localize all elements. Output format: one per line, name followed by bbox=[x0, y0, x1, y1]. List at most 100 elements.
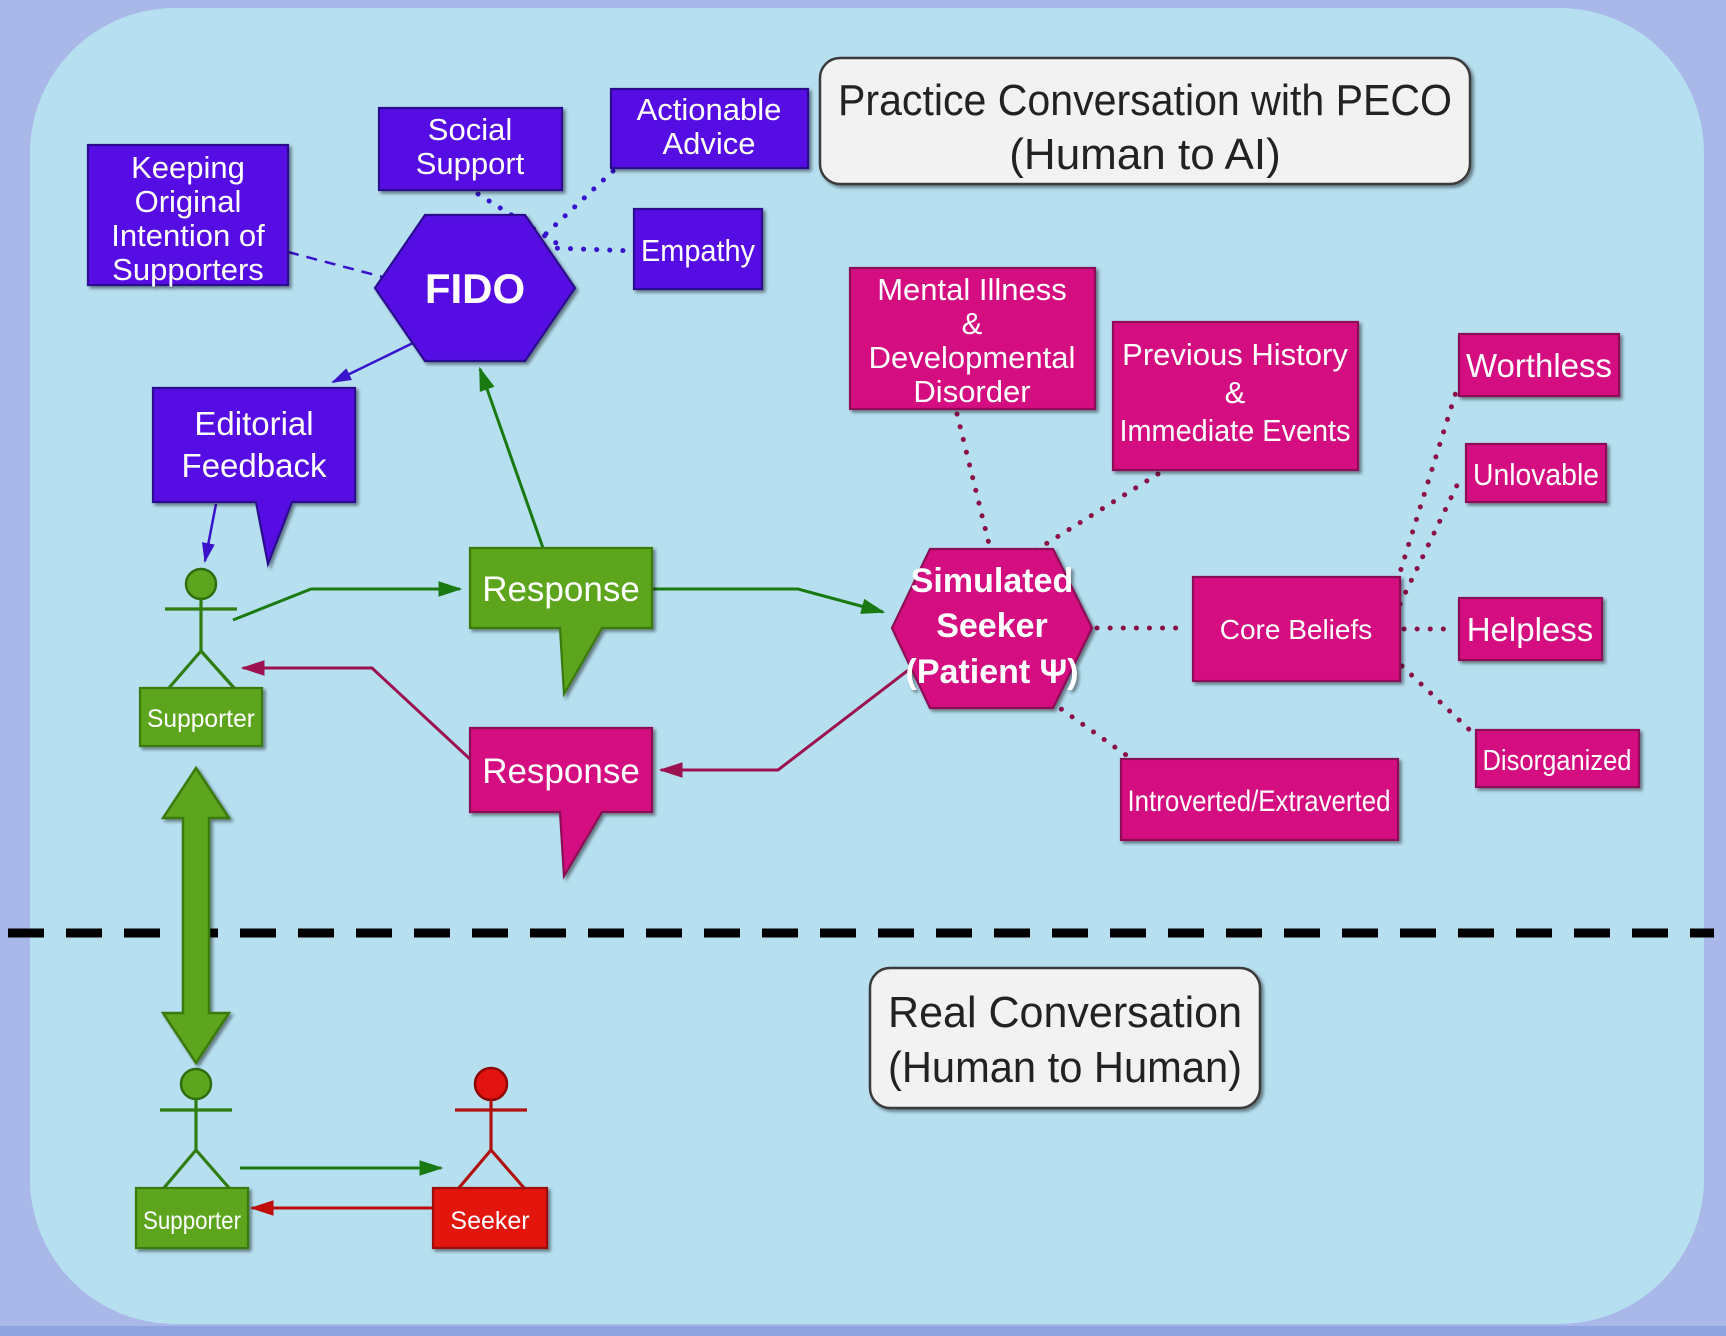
helpless-label: Helpless bbox=[1467, 611, 1594, 648]
unlovable-label: Unlovable bbox=[1473, 457, 1599, 492]
supporter-actor-bottom-leg-right bbox=[194, 1148, 232, 1191]
response-seeker-label: Response bbox=[482, 752, 640, 791]
mental-illness-label: Mental Illness bbox=[877, 272, 1067, 307]
introverted-extraverted-label: Introverted/Extraverted bbox=[1128, 785, 1391, 818]
connection-simseeker-introverted bbox=[1037, 691, 1129, 758]
connection-supporter-mutual bbox=[160, 765, 232, 1066]
supporter-actor-bottom bbox=[160, 1067, 232, 1191]
editorial-feedback-shape bbox=[151, 386, 357, 568]
previous-history-label: & bbox=[1225, 375, 1246, 410]
title-real: Real Conversation(Human to Human) bbox=[868, 966, 1262, 1110]
fido-label: FIDO bbox=[425, 265, 525, 312]
disorganized-label: Disorganized bbox=[1483, 745, 1632, 777]
supporter-actor-top-head-icon bbox=[184, 567, 218, 601]
title-real-label: (Human to Human) bbox=[888, 1043, 1242, 1092]
keeping-original-intention-label: Original bbox=[135, 184, 242, 219]
response-ai-label: Response bbox=[482, 570, 640, 609]
worthless: Worthless bbox=[1457, 332, 1621, 398]
connection-fido-editorial bbox=[331, 341, 414, 384]
bottom-strip bbox=[0, 1326, 1726, 1336]
mental-illness-label: Developmental bbox=[869, 340, 1076, 375]
fido: FIDO bbox=[373, 213, 577, 363]
connection-supporter-response bbox=[232, 581, 463, 622]
seeker-actor-leg-left bbox=[456, 1148, 493, 1191]
connection-history-simseeker bbox=[1030, 471, 1161, 555]
title-practice-box bbox=[818, 56, 1472, 186]
connection-response-simseeker bbox=[652, 587, 886, 614]
supporter-bottom-box bbox=[134, 1186, 250, 1250]
worthless-box bbox=[1457, 332, 1621, 398]
disorganized: Disorganized bbox=[1474, 728, 1641, 789]
seeker-actor-head-icon bbox=[473, 1066, 509, 1102]
supporter-top: Supporter bbox=[138, 686, 264, 748]
title-practice-label: (Human to AI) bbox=[1009, 130, 1280, 179]
empathy-label: Empathy bbox=[641, 233, 755, 268]
connection-corebeliefs-unlovable bbox=[1397, 474, 1464, 607]
core-beliefs-box bbox=[1191, 575, 1402, 683]
previous-history: Previous History&Immediate Events bbox=[1111, 320, 1360, 472]
simulated-seeker-label: (Patient Ψ) bbox=[906, 653, 1079, 691]
actionable-advice-label: Actionable bbox=[637, 92, 782, 127]
core-beliefs: Core Beliefs bbox=[1191, 575, 1402, 683]
seeker-actor bbox=[455, 1066, 527, 1191]
keeping-original-intention-label: Supporters bbox=[112, 252, 264, 287]
unlovable: Unlovable bbox=[1464, 442, 1608, 504]
supporter-actor-top-leg-left bbox=[166, 649, 203, 691]
mental-illness-label: Disorder bbox=[913, 374, 1030, 409]
supporter-actor-bottom-leg-left bbox=[161, 1148, 198, 1191]
fido-shape bbox=[373, 213, 577, 363]
actionable-advice-label: Advice bbox=[662, 126, 755, 161]
supporter-actor-top-leg-right bbox=[199, 649, 237, 691]
supporter-bottom: Supporter bbox=[134, 1186, 250, 1250]
editorial-feedback-label: Editorial bbox=[194, 405, 313, 442]
seeker-actor-leg-right bbox=[489, 1148, 527, 1191]
response-seeker-shape bbox=[468, 726, 654, 880]
seeker-label: Seeker bbox=[450, 1207, 529, 1235]
connection-response-fido bbox=[478, 366, 545, 549]
connection-response2-supporter bbox=[240, 660, 473, 762]
seeker: Seeker bbox=[431, 1186, 549, 1250]
introverted-extraverted-box bbox=[1119, 757, 1400, 842]
helpless-box bbox=[1457, 596, 1604, 662]
keeping-original-intention-label: Keeping bbox=[131, 150, 245, 185]
connection-empathy-fido bbox=[549, 245, 639, 254]
simulated-seeker-shape bbox=[890, 547, 1094, 710]
mental-illness-label: & bbox=[962, 306, 983, 341]
social-support-label: Social bbox=[428, 112, 512, 147]
title-practice-label: Practice Conversation with PECO bbox=[838, 76, 1452, 125]
keeping-original-intention-label: Intention of bbox=[111, 218, 265, 253]
supporter-top-box bbox=[138, 686, 264, 748]
seeker-box bbox=[431, 1186, 549, 1250]
actionable-advice-box bbox=[609, 87, 810, 170]
connection-simseeker-response2 bbox=[658, 666, 912, 778]
response-seeker: Response bbox=[468, 726, 654, 880]
social-support-label: Support bbox=[416, 146, 525, 181]
title-real-box bbox=[868, 966, 1262, 1110]
empathy-box bbox=[632, 207, 764, 291]
supporter-top-label: Supporter bbox=[147, 705, 255, 733]
response-ai-shape bbox=[468, 546, 654, 698]
unlovable-box bbox=[1464, 442, 1608, 504]
editorial-feedback-label: Feedback bbox=[182, 447, 327, 484]
core-beliefs-label: Core Beliefs bbox=[1220, 614, 1373, 645]
simulated-seeker-label: Seeker bbox=[936, 607, 1048, 645]
previous-history-label: Previous History bbox=[1122, 337, 1348, 372]
connection-editorial-supporter bbox=[202, 503, 218, 563]
keeping-original-intention-box bbox=[86, 143, 290, 287]
connection-actionable-fido bbox=[531, 168, 616, 248]
mental-illness-box bbox=[848, 266, 1097, 411]
introverted-extraverted: Introverted/Extraverted bbox=[1119, 757, 1400, 842]
social-support-box bbox=[377, 106, 564, 192]
title-practice: Practice Conversation with PECO (Human to… bbox=[818, 56, 1472, 186]
response-ai: Response bbox=[468, 546, 654, 698]
connection-mental-simseeker bbox=[954, 411, 992, 547]
previous-history-label: Immediate Events bbox=[1120, 413, 1351, 448]
